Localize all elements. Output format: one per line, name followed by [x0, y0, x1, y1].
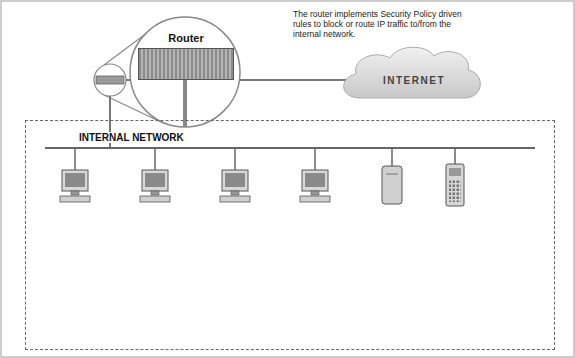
cloud-label-box: INTERNET: [352, 62, 476, 92]
router-device: [138, 48, 234, 80]
router-icon: [96, 76, 124, 84]
lan-bus: [45, 147, 535, 149]
node-label: INTERNAL NETWORK: [76, 132, 187, 143]
node-label: Router: [168, 32, 203, 44]
router-box: Router: [138, 28, 234, 80]
zoom-source-circle: [94, 64, 126, 96]
workstation-icon: [300, 148, 330, 202]
callout-note: The router implements Security Policy dr…: [293, 9, 475, 40]
internet-cloud: [344, 47, 481, 98]
node-label: INTERNET: [383, 75, 445, 86]
workstation-icon: [60, 148, 90, 202]
server-icon: [382, 148, 402, 204]
workstation-icon: [140, 148, 170, 202]
phone-icon: [446, 148, 464, 206]
magnifier-circle: [130, 17, 240, 127]
workstation-icon: [220, 148, 250, 202]
lan-devices: [60, 148, 464, 206]
network-zone: INTERNAL NETWORK: [25, 120, 555, 350]
